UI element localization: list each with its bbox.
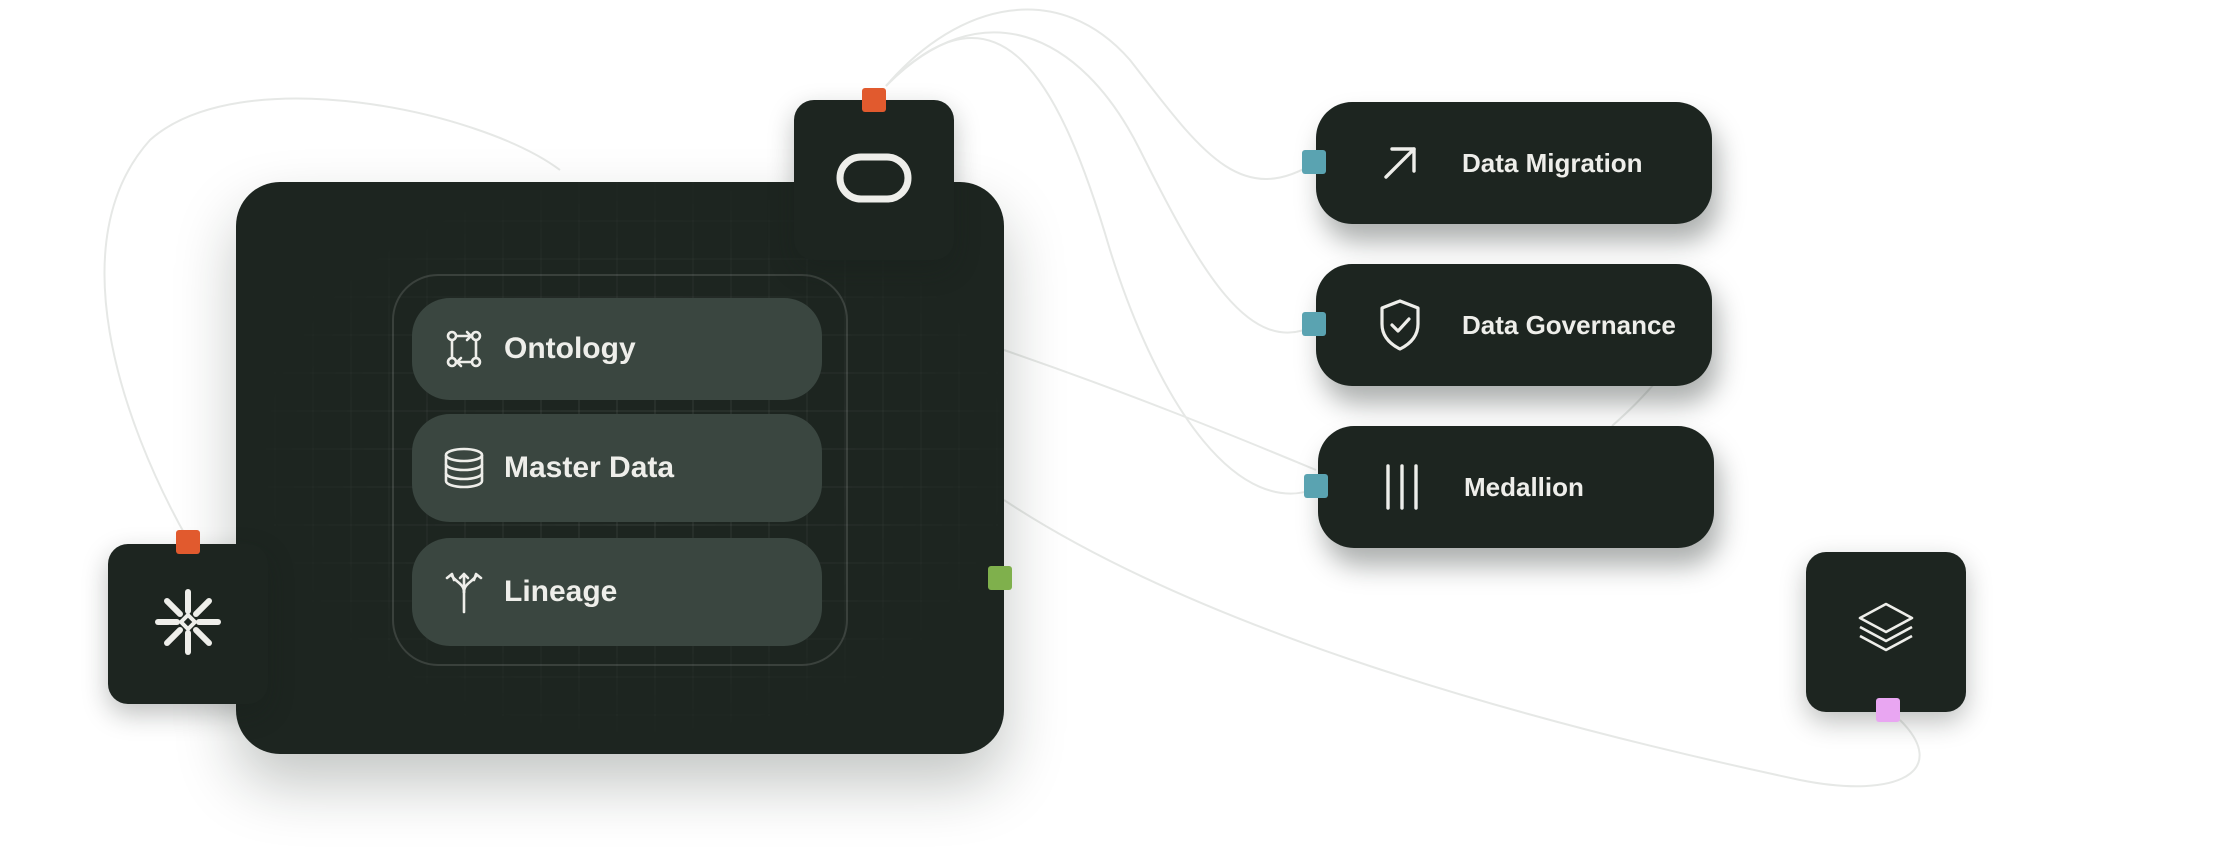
oracle-node[interactable] <box>794 100 954 260</box>
snowflake-icon <box>153 587 223 662</box>
oracle-icon <box>836 153 912 208</box>
hub-item-lineage[interactable]: Lineage <box>412 538 822 646</box>
hub-item-ontology[interactable]: Ontology <box>412 298 822 400</box>
card-label: Data Governance <box>1462 309 1676 340</box>
card-port-data-migration[interactable] <box>1302 150 1326 174</box>
card-data-migration[interactable]: Data Migration <box>1316 102 1712 224</box>
shield-check-icon <box>1372 297 1428 353</box>
snowflake-port[interactable] <box>176 530 200 554</box>
wire-snowflake <box>103 97 561 541</box>
oracle-port[interactable] <box>862 88 886 112</box>
snowflake-node[interactable] <box>108 544 268 704</box>
wire-oracle-migration <box>885 8 1317 180</box>
card-label: Data Migration <box>1462 147 1643 178</box>
lineage-icon <box>442 570 486 614</box>
hub-item-label: Master Data <box>504 451 675 484</box>
wire-oracle-governance <box>885 31 1317 334</box>
card-data-governance[interactable]: Data Governance <box>1316 264 1712 386</box>
card-medallion[interactable]: Medallion <box>1318 426 1714 548</box>
databricks-port[interactable] <box>1876 698 1900 722</box>
arrow-up-right-icon <box>1372 135 1428 191</box>
hub-item-label: Lineage <box>504 575 618 608</box>
semantic-hub: Ontology Master Data Lineage <box>236 182 1004 754</box>
card-label: Medallion <box>1464 471 1584 502</box>
three-bars-icon <box>1374 459 1430 515</box>
wire-hub-medallion <box>1003 349 1317 471</box>
database-icon <box>442 446 486 490</box>
hub-output-port[interactable] <box>988 566 1012 590</box>
hub-item-master-data[interactable]: Master Data <box>412 414 822 522</box>
layers-icon <box>1856 600 1916 665</box>
hub-item-label: Ontology <box>504 332 636 365</box>
wire-governance-medallion <box>1611 383 1655 427</box>
wire-hub-databricks <box>1003 499 1921 788</box>
hub-inner-frame <box>392 274 848 666</box>
ontology-icon <box>442 327 486 371</box>
wire-oracle-medallion <box>885 37 1319 495</box>
databricks-node[interactable] <box>1806 552 1966 712</box>
card-port-medallion[interactable] <box>1304 474 1328 498</box>
card-port-data-governance[interactable] <box>1302 312 1326 336</box>
